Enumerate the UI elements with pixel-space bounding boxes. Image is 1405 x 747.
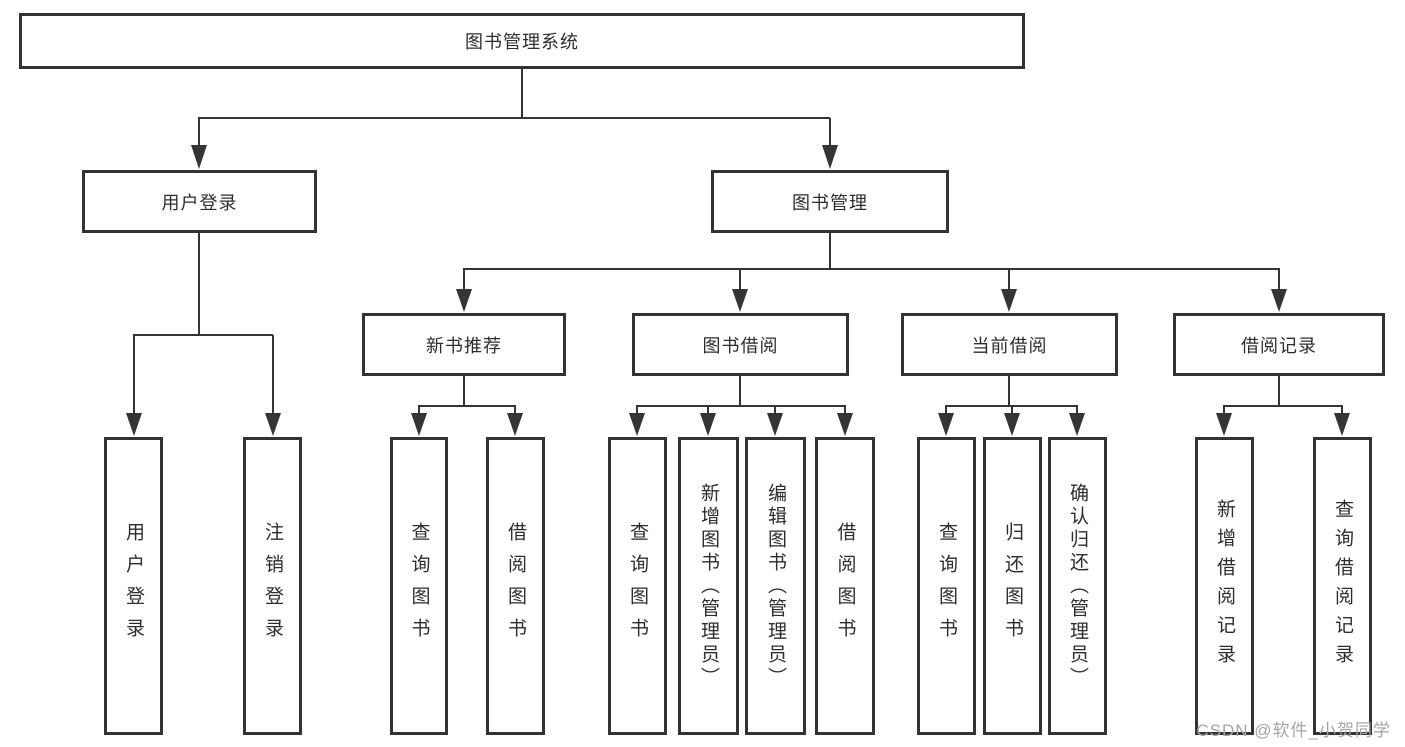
node-label: 查询图书	[408, 522, 430, 650]
arrowheads	[126, 145, 1350, 436]
node-leaf-query-books-3: 查询图书	[917, 437, 976, 735]
node-label: 用户登录	[123, 522, 144, 650]
node-label: 借阅记录	[1241, 335, 1317, 356]
node-leaf-borrow-books-2: 借阅图书	[815, 437, 875, 735]
node-label: 新增图书（管理员）	[698, 482, 719, 690]
node-leaf-confirm-return-admin: 确认归还（管理员）	[1048, 437, 1107, 735]
node-label: 查询图书	[627, 522, 648, 650]
node-label: 借阅图书	[505, 522, 526, 650]
node-label: 借阅图书	[834, 522, 856, 650]
node-label: 编辑图书（管理员）	[765, 482, 786, 690]
node-label: 新书推荐	[426, 335, 502, 356]
node-book-management: 图书管理	[711, 170, 949, 233]
node-library-system: 图书管理系统	[19, 13, 1025, 69]
node-user-login-group: 用户登录	[82, 170, 317, 233]
node-leaf-borrow-books-1: 借阅图书	[486, 437, 545, 735]
node-label: 图书管理	[792, 192, 868, 213]
node-new-book-recommend: 新书推荐	[362, 313, 566, 376]
node-leaf-query-books-1: 查询图书	[390, 437, 448, 735]
node-label: 查询图书	[936, 522, 957, 650]
node-label: 当前借阅	[971, 335, 1048, 356]
node-book-borrowing: 图书借阅	[632, 313, 849, 376]
node-label: 确认归还（管理员）	[1067, 482, 1088, 690]
node-leaf-query-books-2: 查询图书	[608, 437, 667, 735]
node-label: 新增借阅记录	[1214, 499, 1235, 673]
node-label: 注销登录	[262, 522, 283, 650]
node-leaf-query-borrow-record: 查询借阅记录	[1313, 437, 1372, 735]
node-borrow-records: 借阅记录	[1173, 313, 1385, 376]
node-leaf-user-login: 用户登录	[104, 437, 163, 735]
node-leaf-add-books-admin: 新增图书（管理员）	[678, 437, 739, 735]
node-leaf-logout: 注销登录	[243, 437, 302, 735]
node-label: 图书借阅	[702, 335, 779, 356]
node-label: 用户登录	[161, 192, 238, 213]
node-leaf-return-books: 归还图书	[983, 437, 1042, 735]
node-label: 归还图书	[1002, 522, 1023, 650]
node-leaf-add-borrow-record: 新增借阅记录	[1195, 437, 1254, 735]
node-current-borrowing: 当前借阅	[901, 313, 1118, 376]
node-label: 图书管理系统	[465, 32, 579, 52]
node-label: 查询借阅记录	[1332, 499, 1353, 673]
csdn-watermark: CSDN @软件_小贺同学	[1196, 721, 1391, 740]
node-leaf-edit-books-admin: 编辑图书（管理员）	[745, 437, 806, 735]
